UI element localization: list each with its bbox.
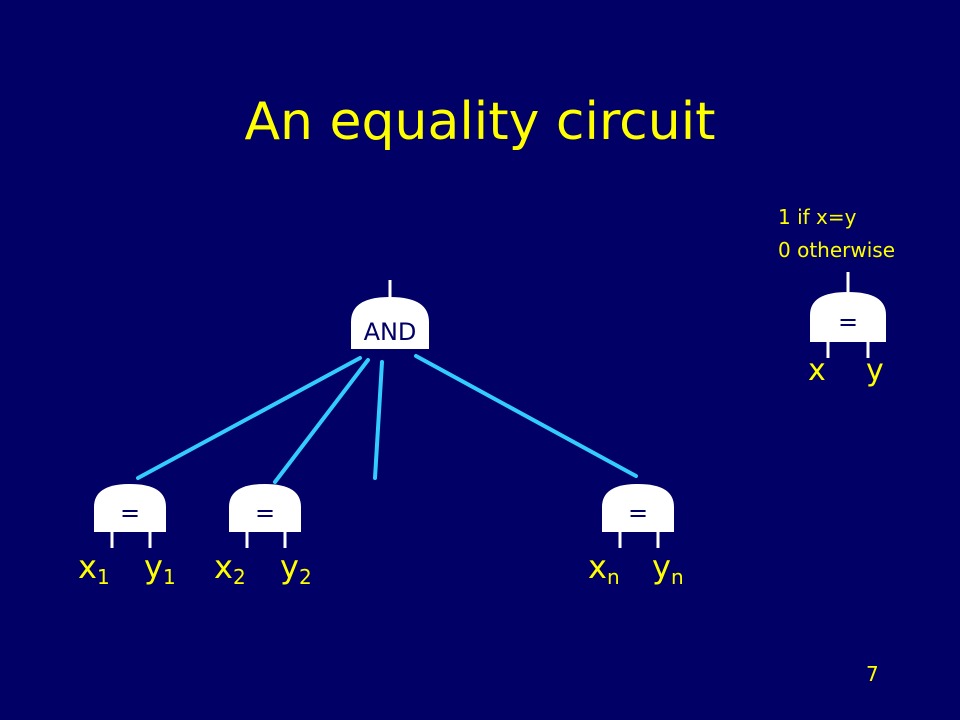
legend-input-y-label: y: [866, 353, 884, 388]
comparator-gate-1: = x1 y1: [78, 484, 176, 589]
and-gate-label: AND: [364, 318, 417, 346]
legend-gate: = x y: [808, 272, 886, 388]
and-gate: AND: [351, 280, 429, 349]
and-gate-body: [351, 296, 429, 349]
input-y-label: y1: [144, 548, 176, 589]
comparator-label: =: [628, 499, 648, 527]
wire-1: [136, 356, 362, 480]
comparator-gate-n: = xn yn: [588, 484, 684, 589]
comparator-body: [94, 484, 166, 532]
slide-title: An equality circuit: [244, 92, 716, 152]
input-x-label: xn: [588, 548, 620, 589]
wires: [136, 354, 638, 484]
input-y-label: y2: [280, 548, 312, 589]
input-x-label: x1: [78, 548, 110, 589]
comparator-body: [229, 484, 301, 532]
page-number: 7: [866, 662, 879, 686]
wire-n: [414, 354, 638, 478]
input-y-label: yn: [652, 548, 684, 589]
comparator-body: [602, 484, 674, 532]
input-x-label: x2: [214, 548, 246, 589]
legend-gate-label: =: [838, 308, 858, 336]
comparator-label: =: [255, 499, 275, 527]
wire-2: [273, 358, 370, 484]
wire-ellipsis: [373, 360, 384, 480]
comparator-label: =: [120, 499, 140, 527]
legend-output-line-1: 1 if x=y: [778, 205, 857, 229]
legend-input-x-label: x: [808, 353, 826, 388]
legend-output-line-2: 0 otherwise: [778, 238, 896, 262]
legend-gate-body: [810, 292, 886, 342]
comparator-gate-2: = x2 y2: [214, 484, 312, 589]
